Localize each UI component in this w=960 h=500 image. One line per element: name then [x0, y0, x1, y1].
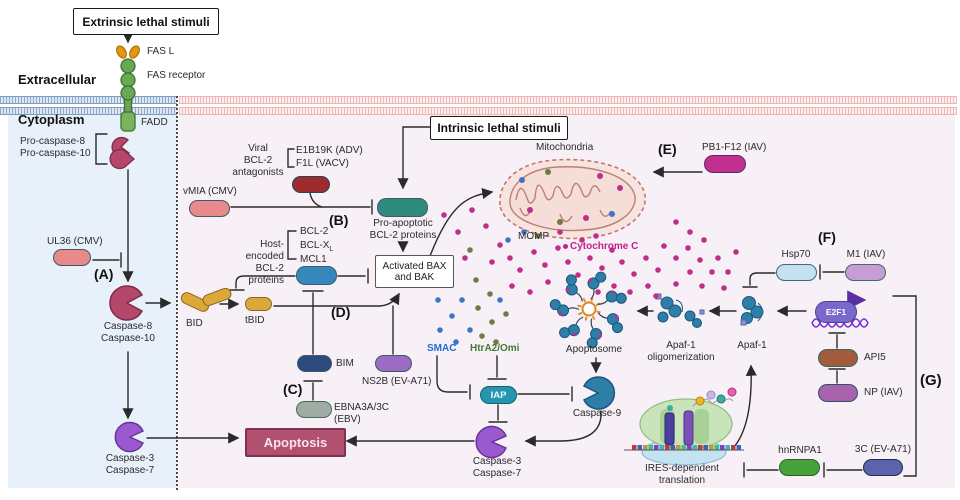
vmia-pill	[189, 200, 230, 217]
membrane-right-outer	[179, 96, 957, 104]
apoptosome-label: Apoptosome	[565, 344, 623, 355]
pro-apoptotic-bcl2-pill	[377, 198, 428, 217]
viral-bcl2-antagonist-pill	[292, 176, 330, 193]
letter-f: (F)	[818, 229, 836, 245]
ribosome-ires-glyph	[624, 387, 744, 466]
np-label: NP (IAV)	[864, 387, 903, 398]
iap-label: IAP	[490, 389, 507, 401]
iap-pill: IAP	[480, 386, 517, 404]
ns2b-label: NS2B (EV-A71)	[362, 376, 432, 387]
e2f1-label: E2F1	[825, 307, 847, 317]
letter-g: (G)	[920, 372, 942, 389]
bcl2-label: BCL-2	[300, 226, 329, 237]
bid-label: BID	[186, 318, 203, 329]
htra2-omi-label: HtrA2/Omi	[470, 343, 520, 354]
letter-e: (E)	[658, 141, 677, 157]
caspase-3-7-enzyme-left	[114, 421, 144, 453]
caspase-9-enzyme	[582, 376, 616, 410]
letter-c: (C)	[283, 381, 303, 397]
momp-label: MOMP	[518, 231, 550, 242]
mitochondria-illustration	[499, 158, 646, 240]
mitochondria-label: Mitochondria	[536, 142, 594, 153]
ebna-pill	[296, 401, 332, 418]
caspase-3-7-label-left: Caspase-3 Caspase-7	[105, 453, 155, 476]
pb1f12-label: PB1-F12 (IAV)	[702, 142, 767, 153]
intrinsic-stimuli-label: Intrinsic lethal stimuli	[437, 121, 561, 135]
hnrnpa1-pill	[779, 459, 820, 476]
ns2b-pill	[375, 355, 412, 372]
plasma-membrane-left-inner	[0, 107, 177, 115]
host-encoded-label: Host-encoded BCL-2 proteins	[245, 239, 284, 286]
apoptosis-label: Apoptosis	[263, 435, 328, 450]
ires-translation-label: IRES-dependent translation	[645, 463, 719, 486]
caspase-3-7-label-center: Caspase-3 Caspase-7	[472, 456, 522, 479]
apoptosome-wheel-glyph	[549, 271, 627, 349]
intrinsic-stimuli-box: Intrinsic lethal stimuli	[430, 116, 568, 140]
pro-caspase-label: Pro-caspase-8 Pro-caspase-10	[20, 136, 91, 159]
vmia-label: vMIA (CMV)	[183, 186, 237, 197]
fadd-label: FADD	[141, 117, 168, 128]
np-pill	[818, 384, 858, 402]
apaf1-oligomer-glyph	[655, 293, 705, 328]
bim-label: BIM	[336, 358, 354, 369]
compartment-divider-dotted-line	[176, 96, 178, 490]
bim-pill	[297, 355, 332, 372]
activated-bax-bak-box: Activated BAX and BAK	[375, 255, 454, 288]
membrane-right-inner	[179, 107, 957, 115]
letter-a: (A)	[94, 266, 114, 282]
ul36-pill	[53, 249, 91, 266]
m1-label: M1 (IAV)	[846, 249, 886, 260]
pro-caspase-blobs	[109, 136, 135, 170]
tbid-label: tBID	[245, 315, 265, 326]
m1-pill	[845, 264, 886, 281]
extrinsic-stimuli-box: Extrinsic lethal stimuli	[73, 8, 219, 35]
smac-label: SMAC	[427, 343, 457, 354]
cytoplasm-left-region	[8, 114, 177, 488]
apoptosis-box: Apoptosis	[245, 428, 346, 457]
c3-ev-a71-pill	[863, 459, 903, 476]
fas-receptor-complex	[116, 45, 140, 132]
api5-label: API5	[864, 352, 886, 363]
letter-b: (B)	[329, 212, 349, 228]
hnrnpa1-label: hnRNPA1	[778, 445, 822, 456]
fas-receptor-label: FAS receptor	[147, 70, 206, 81]
ul36-label: UL36 (CMV)	[47, 236, 103, 247]
ebna-label: EBNA3A/3C (EBV)	[334, 402, 390, 425]
caspase-8-10-enzyme	[109, 285, 144, 321]
caspase-9-label: Caspase-9	[572, 408, 622, 419]
host-bcl2-pill	[296, 266, 337, 285]
extracellular-label: Extracellular	[18, 72, 97, 87]
c3-ev-a71-label: 3C (EV-A71)	[854, 444, 912, 455]
extrinsic-stimuli-label: Extrinsic lethal stimuli	[82, 14, 210, 29]
caspase-3-7-enzyme-center	[475, 425, 507, 459]
fadd-adapter	[120, 111, 136, 132]
pb1f12-pill	[704, 155, 746, 173]
arrows-group	[92, 32, 917, 478]
api5-pill	[818, 349, 858, 367]
cytoplasm-label: Cytoplasm	[18, 112, 85, 127]
e2f1-protein: E2F1	[815, 301, 857, 323]
f1l-label: F1L (VACV)	[296, 158, 349, 169]
plasma-membrane-left-outer	[0, 96, 177, 104]
hsp70-pill	[776, 264, 817, 281]
caspase-8-10-label: Caspase-8 Caspase-10	[101, 321, 155, 344]
apaf1-label: Apaf-1	[737, 340, 767, 351]
letter-d: (D)	[331, 304, 351, 320]
bclxl-label: BCL-XL	[300, 240, 334, 253]
apaf1-glyph	[740, 296, 764, 326]
mcl1-label: MCL1	[300, 254, 327, 265]
cytochrome-c-label: Cytochrome C	[563, 241, 638, 253]
viral-antagonists-label: Viral BCL-2 antagonists	[232, 143, 284, 178]
pro-apoptotic-label: Pro-apoptotic BCL-2 proteins	[369, 218, 437, 241]
fas-l-label: FAS L	[147, 46, 175, 57]
hsp70-label: Hsp70	[781, 249, 811, 260]
tbid-pill	[245, 297, 272, 311]
apaf1-oligomerization-label: Apaf-1 oligomerization	[647, 340, 715, 363]
e1b19k-label: E1B19K (ADV)	[296, 145, 363, 156]
